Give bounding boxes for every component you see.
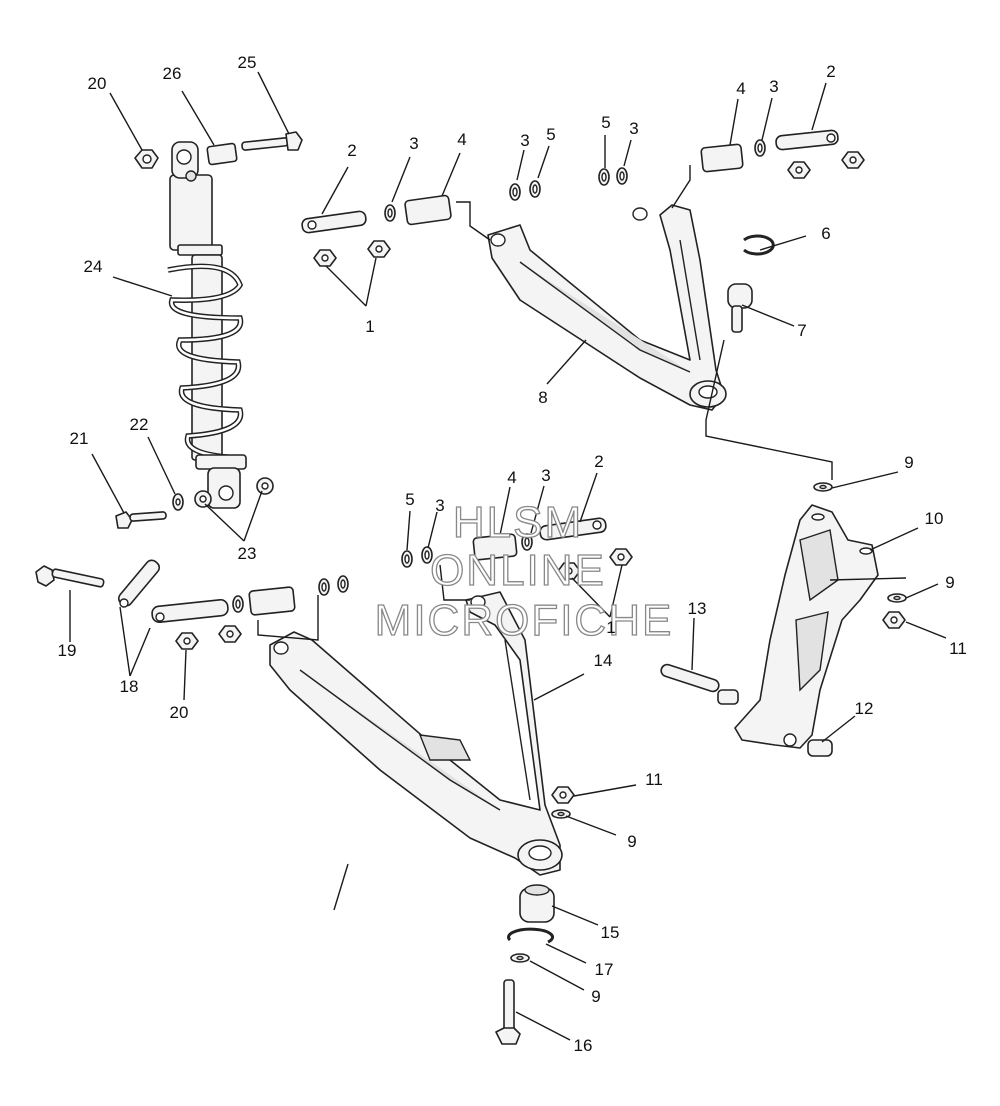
watermark-line2: ONLINE (430, 546, 606, 595)
bushing-26 (206, 142, 238, 166)
callout-2-upper-left: 2 (347, 141, 356, 160)
pivot-pin-2-lower-right (539, 517, 607, 541)
callout-23: 23 (238, 544, 257, 563)
pivot-pin-2-lower-left (151, 598, 229, 624)
callout-9-knuckle-top: 9 (904, 453, 913, 472)
bushing-23 (194, 477, 274, 508)
callout-3-lower-left: 3 (435, 496, 444, 515)
tie-rod-end-18 (117, 559, 161, 608)
pivot-pin-2-upper-left (301, 210, 367, 234)
callout-5-lower: 5 (405, 490, 414, 509)
ball-joint-7 (727, 283, 753, 333)
callout-10: 10 (925, 509, 944, 528)
callout-5-upper-mid: 5 (546, 125, 555, 144)
pin-13 (660, 663, 739, 705)
callout-20: 20 (88, 74, 107, 93)
nuts-1-upper (313, 151, 865, 267)
callout-13: 13 (688, 599, 707, 618)
ball-joint-15 (519, 884, 555, 923)
bolt-21 (115, 511, 167, 529)
callout-6: 6 (821, 224, 830, 243)
bushing-4-upper-right (700, 143, 744, 173)
callout-25: 25 (238, 53, 257, 72)
bolt-25 (241, 131, 303, 151)
nuts-lower (175, 548, 633, 804)
callout-8: 8 (538, 388, 547, 407)
steering-knuckle (734, 504, 879, 749)
callout-15: 15 (601, 923, 620, 942)
washer-3-upper-left (384, 204, 396, 222)
washers-9-knuckle (813, 482, 907, 603)
callout-14: 14 (594, 651, 613, 670)
washers-5-3-upper-mid-right (598, 167, 628, 186)
callout-19: 19 (58, 641, 77, 660)
bolt-16 (495, 979, 521, 1045)
callout-20-lower: 20 (170, 703, 189, 722)
callout-5-upper-right: 5 (601, 113, 610, 132)
callout-16: 16 (574, 1036, 593, 1055)
callout-24: 24 (84, 257, 103, 276)
callout-3-upper-left: 3 (409, 134, 418, 153)
callout-4-lower: 4 (507, 468, 516, 487)
retaining-ring-6 (743, 234, 775, 256)
washers-5-3-lower-mid (401, 546, 433, 568)
callout-2-upper-right: 2 (826, 62, 835, 81)
callout-9-bottom: 9 (591, 987, 600, 1006)
callout-9-lower: 9 (627, 832, 636, 851)
callout-22: 22 (130, 415, 149, 434)
nut-20-top (134, 149, 159, 169)
watermark-line1: HLSM (453, 498, 583, 547)
watermark: HLSM ONLINE MICROFICHE (374, 497, 674, 645)
washer-3-lower-mid (521, 533, 533, 551)
bushing-4-upper-left (404, 194, 452, 226)
washer-9-bottom (510, 953, 530, 963)
bushing-12 (807, 739, 833, 757)
callout-labels: 20 26 25 24 21 22 23 19 18 20 2 3 4 1 3 … (58, 53, 967, 1055)
washers-3-5-lower-left (318, 575, 349, 596)
washer-9-lower (551, 809, 571, 819)
callout-2-lower: 2 (594, 452, 603, 471)
retaining-ring-17 (507, 927, 555, 944)
washer-22 (172, 493, 184, 511)
washers-3-5-upper-mid-left (509, 180, 541, 201)
callout-11-knuckle: 11 (949, 639, 967, 658)
leader-lines (69, 71, 947, 1041)
washer-3-upper-right (754, 139, 766, 157)
nut-11-knuckle (882, 611, 906, 629)
callout-9-knuckle-side: 9 (945, 573, 954, 592)
callout-18: 18 (120, 677, 139, 696)
bolt-19 (35, 565, 105, 588)
callout-12: 12 (855, 699, 874, 718)
callout-3-upper-right: 3 (629, 119, 638, 138)
callout-26: 26 (163, 64, 182, 83)
callout-4-upper-right: 4 (736, 79, 745, 98)
bushing-4-lower-mid (472, 533, 518, 561)
callout-4-upper-left: 4 (457, 130, 466, 149)
shock-absorber (167, 141, 247, 509)
washer-3-lower-left (232, 595, 244, 613)
lower-a-arm (269, 591, 563, 876)
watermark-line3: MICROFICHE (375, 596, 674, 645)
callout-3-upper-far: 3 (769, 77, 778, 96)
pivot-pin-2-upper-right (775, 129, 839, 151)
callout-1-upper: 1 (365, 317, 374, 336)
callout-1-lower: 1 (606, 618, 615, 637)
bushing-4-lower-left (248, 586, 296, 616)
callout-3-upper-mid: 3 (520, 131, 529, 150)
callout-21: 21 (70, 429, 89, 448)
callout-3-lower-mid: 3 (541, 466, 550, 485)
callout-7: 7 (797, 321, 806, 340)
callout-11-lower: 11 (645, 770, 663, 789)
callout-17: 17 (595, 960, 614, 979)
upper-a-arm (487, 204, 727, 411)
